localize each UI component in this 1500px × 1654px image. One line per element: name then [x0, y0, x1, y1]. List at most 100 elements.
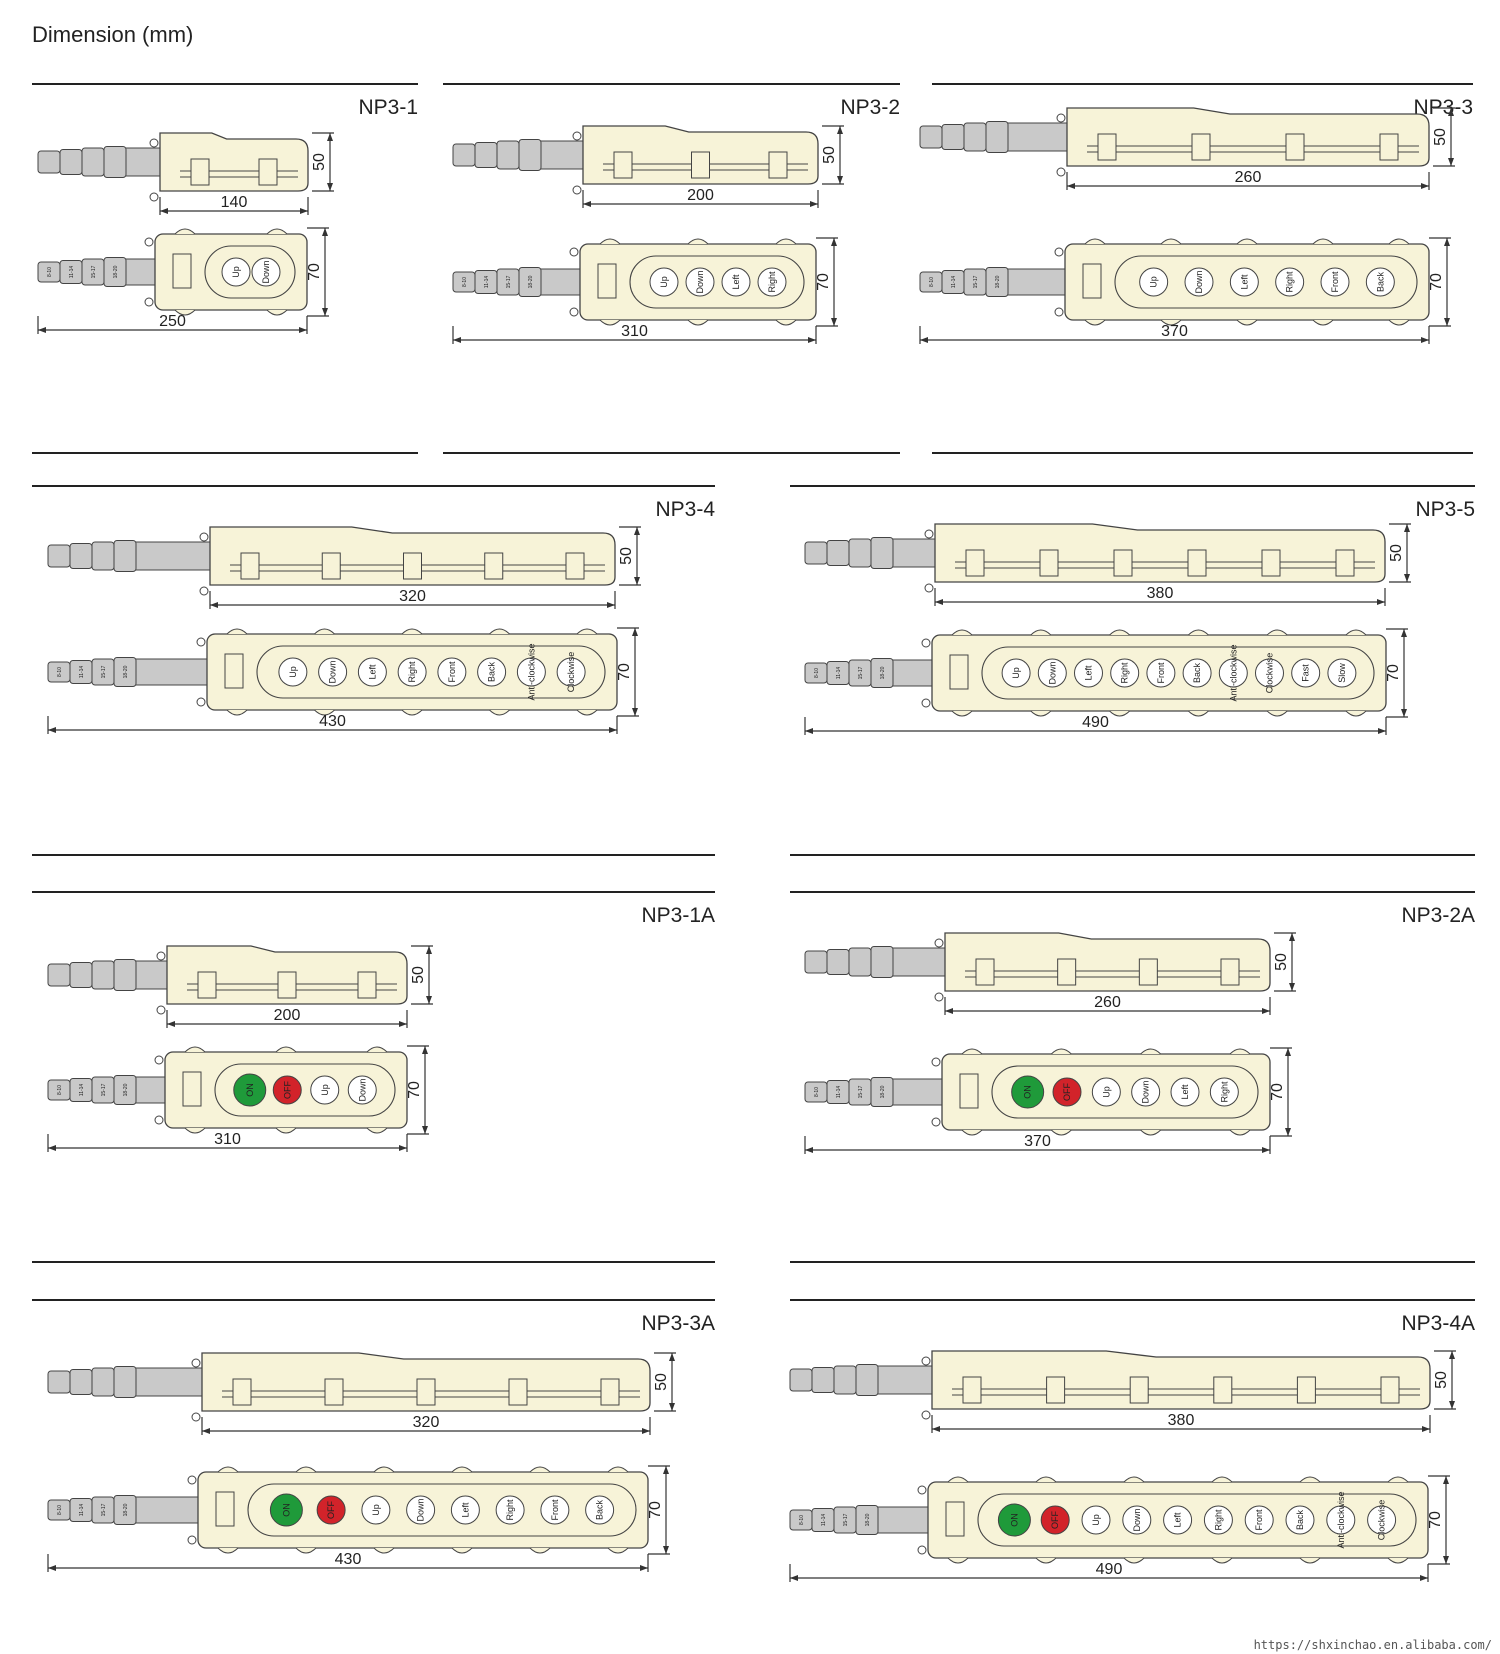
side-view-button-guard	[565, 552, 585, 580]
cable-gland-step	[985, 267, 1009, 297]
gland-size-label: 15-17	[101, 665, 107, 678]
cable-gland-step	[870, 658, 894, 688]
button-label: Down	[1132, 1508, 1142, 1531]
hook-icon	[1056, 167, 1066, 177]
button-label: Down	[357, 1078, 367, 1101]
side-view-button-guard	[403, 552, 422, 580]
side-view-button-guard	[1191, 133, 1211, 161]
push-button	[1229, 267, 1259, 297]
button-label: Left	[460, 1502, 470, 1518]
cable-gland-step	[941, 124, 965, 150]
side-view-button-guard	[1335, 549, 1355, 577]
button-label: Right	[1219, 1081, 1229, 1103]
push-button	[997, 1503, 1031, 1537]
push-button	[1110, 658, 1140, 688]
side-view-button-guard	[1057, 958, 1077, 986]
cable-gland-step	[103, 146, 127, 178]
rubber-bump	[489, 709, 510, 716]
rubber-bump	[401, 709, 423, 716]
button-label: Up	[371, 1504, 381, 1516]
rubber-bump	[1123, 1476, 1145, 1483]
cable-gland-step	[870, 1077, 894, 1107]
push-button	[1275, 267, 1305, 297]
side-view-body	[1066, 107, 1430, 167]
cable-gland-step	[91, 1367, 115, 1397]
rubber-bump	[961, 1129, 983, 1136]
cable-gland-step	[855, 1364, 879, 1396]
gland-size-label: 18-20	[995, 275, 1001, 288]
rubber-bump	[174, 309, 196, 316]
rubber-bump	[451, 1547, 473, 1554]
button-label: Down	[416, 1498, 426, 1521]
rubber-bump	[1387, 1557, 1409, 1564]
push-button	[269, 1493, 303, 1527]
button-label: Left	[1239, 274, 1249, 290]
rubber-bump	[1236, 319, 1258, 326]
gland-size-label: 15-17	[506, 275, 512, 288]
dimension-value: 50	[618, 547, 635, 565]
rubber-bump	[1160, 238, 1182, 245]
dimension-value: 50	[821, 146, 838, 164]
push-button	[757, 267, 787, 297]
side-view-button-guard	[197, 971, 217, 999]
dimension-value: 50	[1388, 544, 1405, 562]
button-label: Down	[328, 660, 338, 683]
screw-icon	[149, 138, 159, 148]
cable	[132, 541, 211, 571]
screw-icon	[1056, 113, 1066, 123]
rubber-bump	[951, 710, 973, 717]
side-view-button-guard	[484, 552, 504, 580]
screw-icon	[934, 938, 944, 948]
gland-size-label: 18-20	[123, 1503, 129, 1516]
dimension-value: 50	[1273, 953, 1290, 971]
side-view-button-guard	[600, 1378, 620, 1406]
side-view-button-guard	[324, 1378, 344, 1406]
gland-size-label: 11-14	[79, 1504, 85, 1517]
screw-icon	[569, 247, 579, 257]
rubber-bump	[266, 309, 288, 316]
dimension-value: 50	[1432, 128, 1449, 146]
button-well	[991, 1065, 1259, 1119]
side-view-button-guard	[190, 158, 210, 186]
button-well	[977, 1493, 1417, 1547]
rubber-bump	[529, 1466, 551, 1473]
side-view-button-guard	[1046, 1376, 1066, 1404]
button-label: Up	[1091, 1514, 1101, 1526]
button-label: ON	[1009, 1513, 1019, 1527]
rubber-bump	[266, 228, 288, 235]
cable-gland-step	[789, 1368, 813, 1392]
button-label: OFF	[326, 1501, 336, 1519]
button-label: Back	[1295, 1509, 1305, 1530]
push-button	[1203, 1505, 1233, 1535]
gland-size-label: 15-17	[858, 1085, 864, 1098]
button-well	[214, 1063, 396, 1117]
cable-gland-step	[59, 149, 83, 175]
label-window	[182, 1071, 202, 1107]
dimension-value: 260	[1094, 994, 1121, 1011]
cable	[122, 258, 156, 286]
gland-size-label: 11-14	[484, 276, 490, 289]
button-label: Slow	[1337, 663, 1347, 683]
cable	[537, 140, 584, 170]
cable	[889, 947, 946, 977]
dimension-value: 490	[1096, 1561, 1123, 1578]
dimension-value: 70	[815, 273, 832, 291]
side-view-button-guard	[1113, 549, 1133, 577]
cable-gland-step	[47, 544, 71, 568]
side-view-button-guard	[1138, 958, 1158, 986]
cable	[132, 658, 208, 686]
push-button	[721, 267, 751, 297]
rubber-bump	[1312, 238, 1334, 245]
rubber-bump	[1109, 710, 1130, 717]
label-window	[949, 654, 969, 690]
cable-gland-step	[69, 962, 93, 988]
cable-gland-step	[870, 946, 894, 978]
rubber-bump	[295, 1466, 317, 1473]
dimension-value: 70	[1427, 1511, 1444, 1529]
rubber-bump	[599, 319, 621, 326]
button-label: Up	[288, 666, 298, 678]
cable-gland-step	[855, 1505, 879, 1535]
push-button	[1081, 1505, 1111, 1535]
push-button	[1001, 658, 1031, 688]
